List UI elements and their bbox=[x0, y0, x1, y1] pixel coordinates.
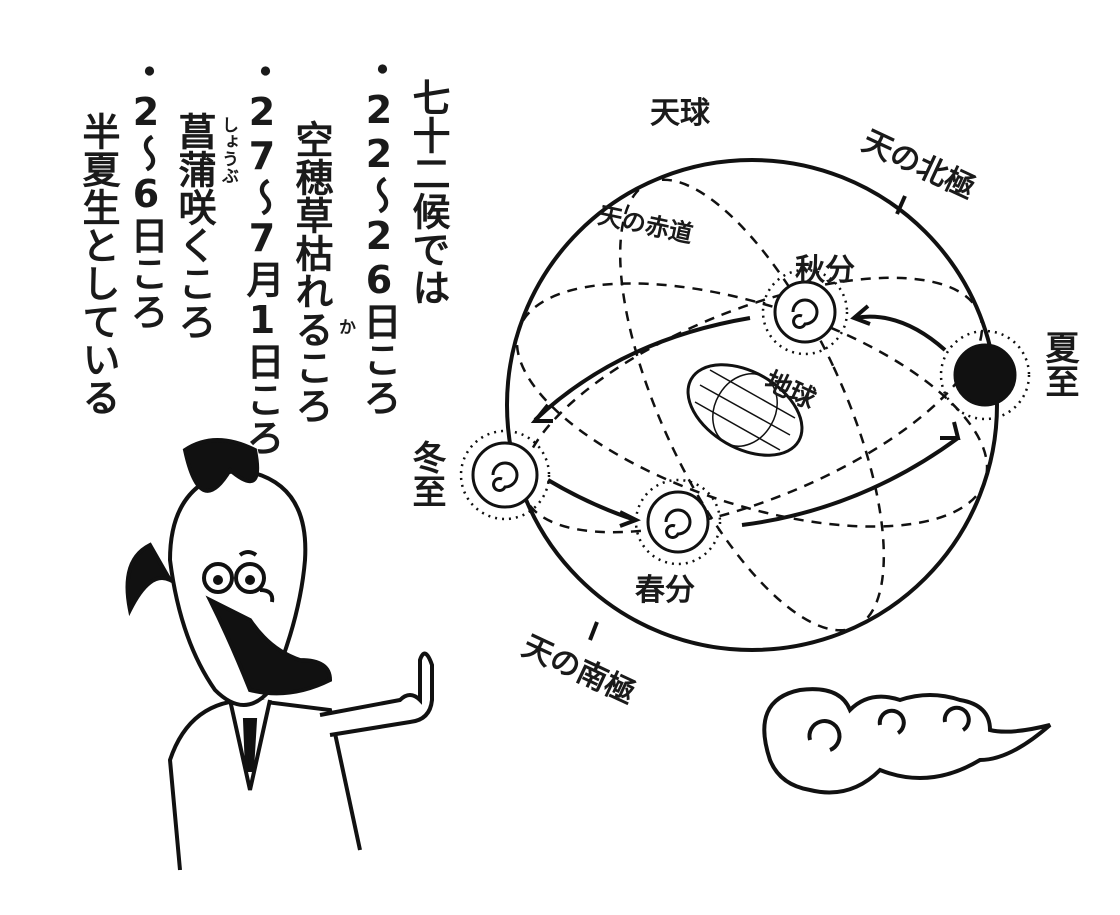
text-column-4: ・27〜7月1日ころ bbox=[240, 52, 284, 456]
cartoon-professor bbox=[125, 438, 434, 871]
label-celestial-sphere: 天球 bbox=[650, 96, 710, 131]
label-vernal-equinox: 春分 bbox=[635, 573, 695, 608]
label-autumn-equinox: 秋分 bbox=[795, 253, 855, 288]
sun-winter bbox=[471, 441, 539, 509]
text-column-6: ・2〜6日ころ bbox=[124, 52, 168, 330]
sun-spring bbox=[646, 490, 710, 554]
text-column-2: ・22〜26日ころ bbox=[357, 50, 401, 416]
text-column-1: 七十二候では bbox=[406, 78, 450, 306]
ruby-ka: か bbox=[335, 318, 355, 335]
text-column-5: 菖蒲咲くころ bbox=[172, 112, 216, 340]
cloud bbox=[762, 687, 1052, 795]
ruby-shoubu: しょうぶ bbox=[218, 116, 238, 184]
sun-summer bbox=[953, 343, 1017, 407]
label-winter-solstice: 冬至 bbox=[406, 440, 446, 508]
celestial-sphere bbox=[505, 158, 999, 652]
text-column-7: 半夏生としている bbox=[76, 112, 120, 416]
label-summer-solstice: 夏至 bbox=[1039, 330, 1079, 398]
text-column-3: 空穂草枯れるころ bbox=[289, 120, 333, 424]
sun-autumn bbox=[773, 280, 837, 344]
earth bbox=[686, 363, 804, 457]
